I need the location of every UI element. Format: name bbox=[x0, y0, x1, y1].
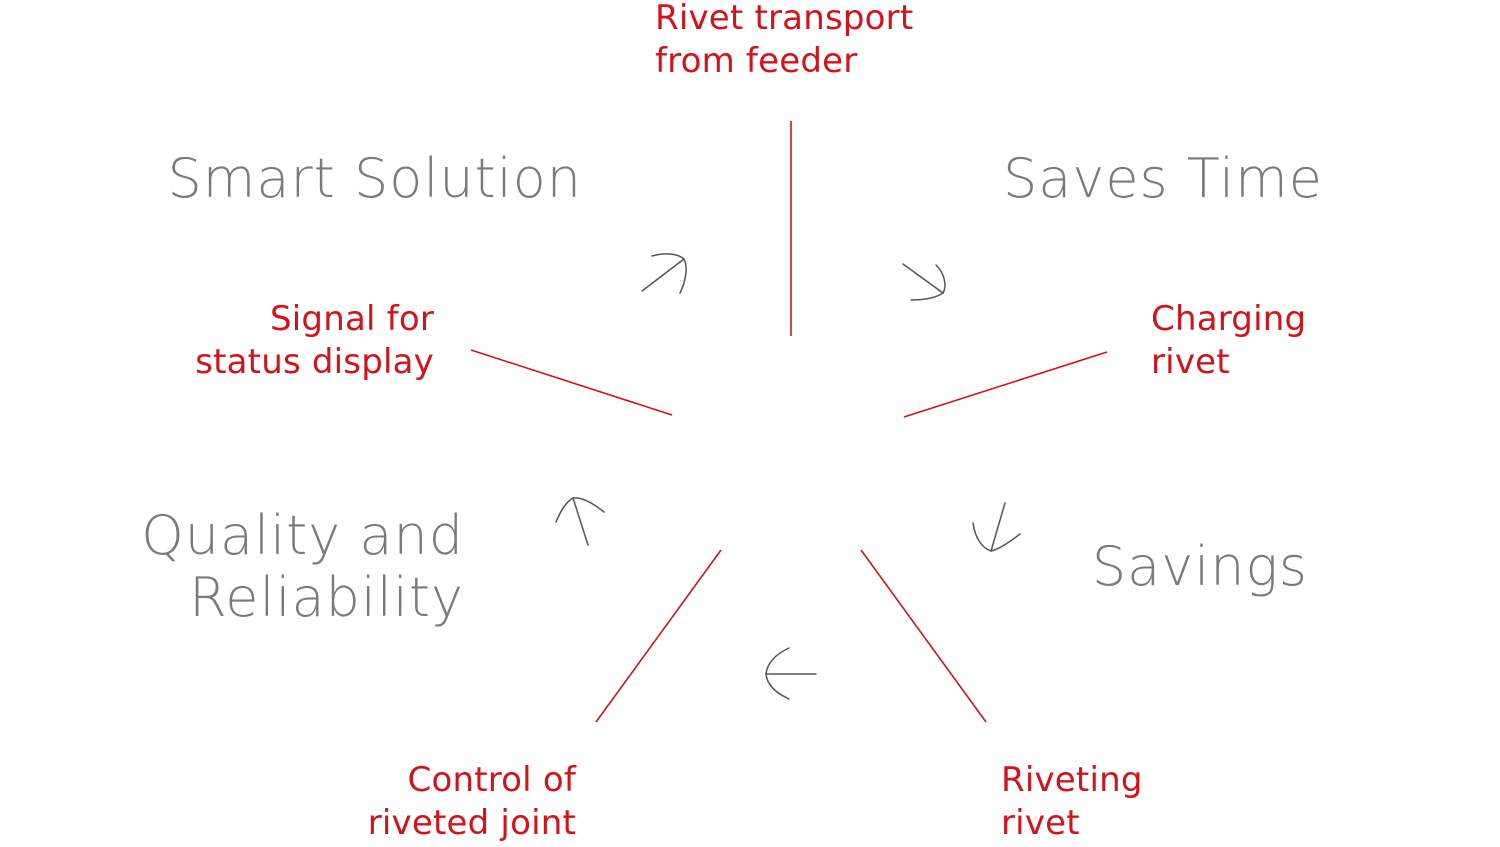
benefit-quality-reliability-line1: Quality and bbox=[141, 504, 464, 567]
benefit-smart-solution-line1: Smart Solution bbox=[167, 147, 582, 210]
step-riveting-rivet-line2: rivet bbox=[1001, 803, 1080, 843]
step-charging-rivet-line2: rivet bbox=[1151, 342, 1230, 382]
benefit-saves-time: Saves Time bbox=[1003, 148, 1323, 210]
arrow-down-left-icon bbox=[972, 502, 1021, 552]
spoke-line-riveting-rivet bbox=[860, 549, 987, 723]
step-signal-status: Signal for status display bbox=[195, 298, 434, 384]
spoke-line-charging-rivet bbox=[903, 351, 1108, 418]
benefit-quality-reliability: Quality and Reliability bbox=[141, 505, 464, 629]
spoke-line-signal-status bbox=[470, 349, 673, 416]
step-control-joint-line1: Control of bbox=[407, 760, 576, 800]
step-charging-rivet-line1: Charging bbox=[1151, 299, 1307, 339]
step-rivet-transport: Rivet transport from feeder bbox=[655, 0, 913, 83]
step-signal-status-line1: Signal for bbox=[270, 299, 434, 339]
benefit-savings: Savings bbox=[1092, 536, 1308, 598]
arrow-up-right-icon bbox=[641, 253, 687, 294]
spoke-line-control-joint bbox=[595, 549, 722, 723]
step-riveting-rivet: Riveting rivet bbox=[1001, 759, 1143, 845]
benefit-quality-reliability-line2: Reliability bbox=[189, 566, 464, 629]
step-control-joint-line2: riveted joint bbox=[367, 803, 576, 843]
step-charging-rivet: Charging rivet bbox=[1151, 298, 1306, 384]
step-control-joint: Control of riveted joint bbox=[368, 759, 576, 845]
arrow-down-right-icon bbox=[902, 263, 946, 301]
benefit-smart-solution: Smart Solution bbox=[168, 148, 583, 210]
arrow-left-icon bbox=[765, 647, 817, 700]
benefit-savings-line1: Savings bbox=[1091, 535, 1308, 598]
step-rivet-transport-line1: Rivet transport bbox=[655, 0, 914, 38]
step-rivet-transport-line2: from feeder bbox=[655, 41, 858, 81]
arrow-up-left-icon bbox=[555, 497, 605, 546]
step-riveting-rivet-line1: Riveting bbox=[1001, 760, 1143, 800]
benefit-saves-time-line1: Saves Time bbox=[1003, 147, 1323, 210]
step-signal-status-line2: status display bbox=[195, 342, 434, 382]
